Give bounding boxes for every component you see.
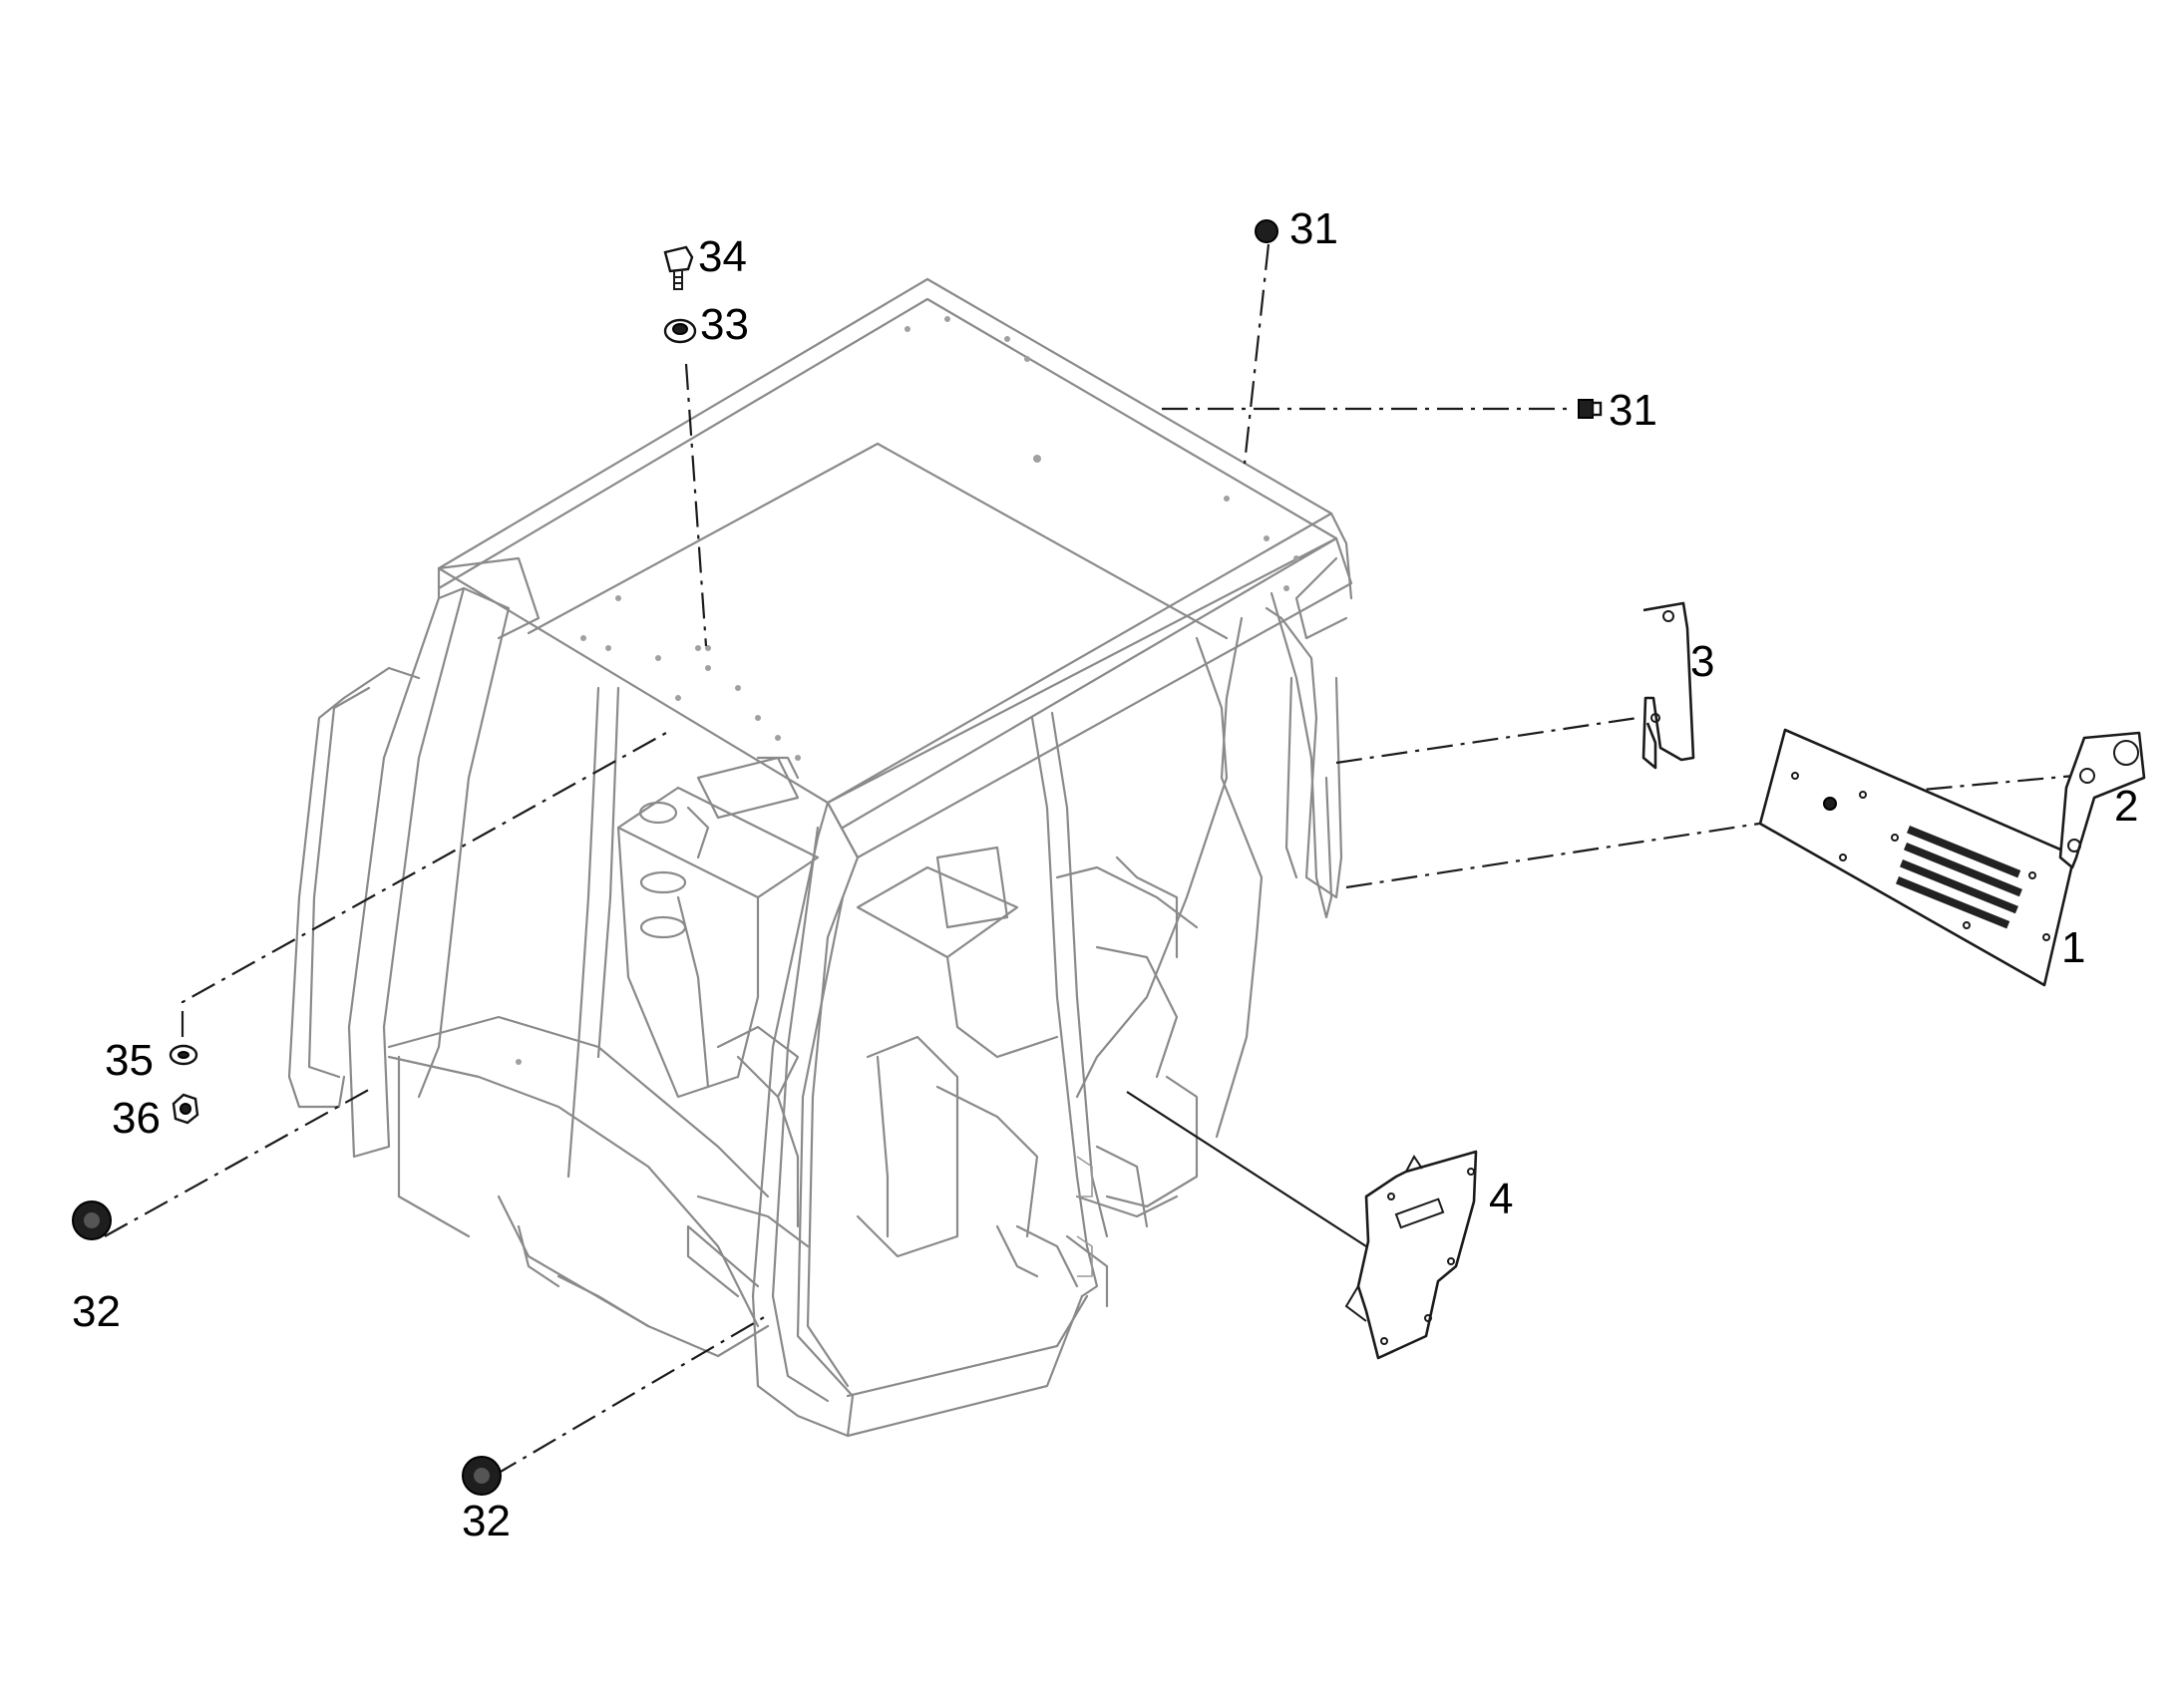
part-3-bracket (1641, 601, 1695, 770)
leader-lines (104, 243, 2075, 1477)
cab-roof (437, 277, 1333, 805)
leader-3 (1335, 716, 1638, 765)
callout-1: 1 (2061, 923, 2085, 972)
part-36-nut (172, 1093, 199, 1125)
callout-31-top: 31 (1289, 204, 1338, 253)
part-2-hinge-bracket (2058, 731, 2146, 869)
callout-31-right: 31 (1609, 386, 1657, 435)
vent-slots (1896, 826, 2022, 929)
callout-4: 4 (1489, 1175, 1513, 1223)
callout-35: 35 (105, 1036, 154, 1085)
callout-36: 36 (112, 1094, 161, 1143)
leader-32-left (104, 1086, 375, 1237)
cab-left-pillar (347, 586, 466, 1159)
leader-2 (1834, 774, 2075, 800)
callout-2: 2 (2114, 782, 2138, 831)
roof-holes (516, 316, 1299, 1065)
part-33-washer (663, 318, 697, 344)
leader-31-top (1243, 243, 1271, 465)
part-4-cover-plate (1344, 1150, 1478, 1360)
callout-34: 34 (698, 232, 747, 281)
callout-33: 33 (700, 300, 749, 349)
callout-32-left: 32 (72, 1287, 121, 1336)
part-35-washer (169, 1044, 198, 1066)
part-31-plug-right (1578, 399, 1603, 419)
cab-frame (287, 277, 1353, 1438)
leader-1 (1345, 822, 1760, 889)
part-32-plug-left (72, 1200, 112, 1240)
part-34-bolt (663, 245, 694, 290)
leader-34-33 (684, 363, 708, 647)
leader-35-36 (181, 732, 667, 1037)
callout-3: 3 (1690, 637, 1714, 686)
callout-32-bottom: 32 (462, 1497, 511, 1545)
cab-base (387, 1015, 770, 1198)
part-1-vent-panel (1758, 728, 2076, 987)
part-32-plug-bottom (462, 1456, 502, 1496)
callout-labels: 31 31 34 33 3 2 1 4 35 36 32 32 (72, 204, 2138, 1545)
part-31-plug-top (1255, 219, 1278, 243)
leader-32-bottom (493, 1315, 767, 1477)
leader-4 (1126, 1091, 1367, 1247)
